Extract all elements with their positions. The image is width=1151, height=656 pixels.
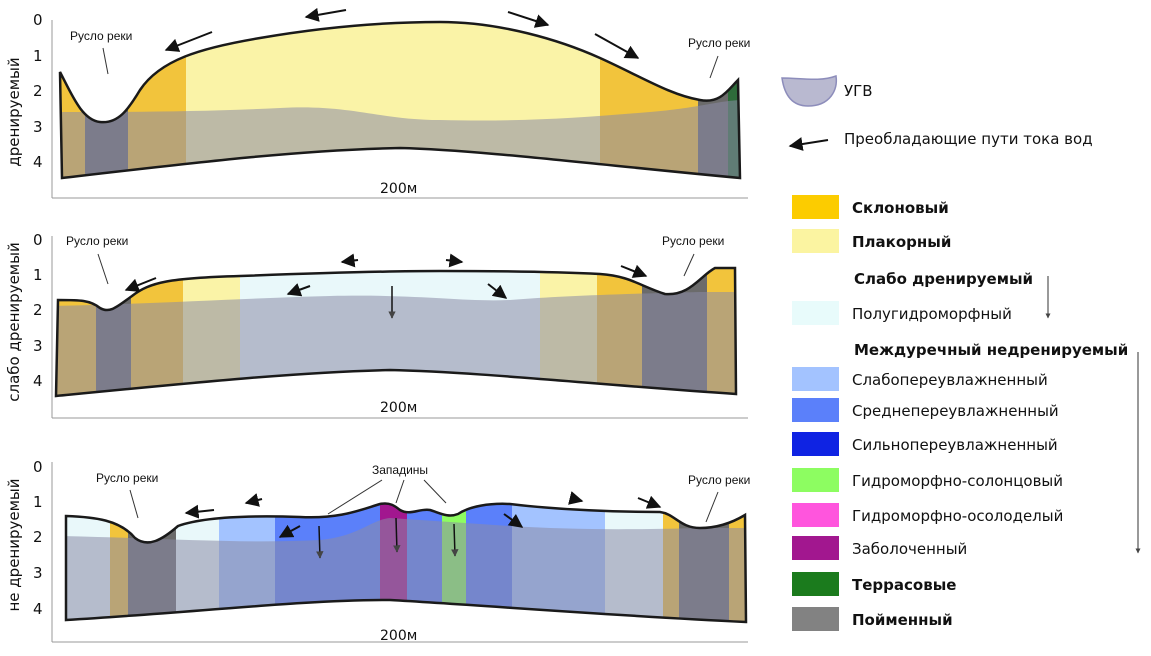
scale-label: 200м [380,181,417,197]
depth-tick: 3 [33,564,43,582]
flow-arrow [286,283,311,297]
infiltration-arrow [393,517,401,553]
depth-tick: 4 [33,600,43,618]
legend-label: Междуречный недренируемый [854,341,1128,359]
legend: УГВ Преобладающие пути тока вод Склоновы… [781,74,1141,631]
legend-swatch [792,468,839,492]
legend-label: Террасовые [852,576,956,594]
legend-label: Пойменный [852,611,953,629]
river-label-left: Русло реки [70,29,132,43]
legend-swatch [792,367,839,391]
legend-label: Гидроморфно-осолоделый [852,507,1063,525]
legend-label: Полугидроморфный [852,305,1012,323]
legend-swatch [792,195,839,219]
legend-label: Слабо дренируемый [854,270,1033,288]
profile-fill [66,503,746,622]
depth-tick: 1 [33,493,43,511]
legend-label: Среднепереувлажненный [852,402,1059,420]
river-label-right: Русло реки [662,234,724,248]
river-label-right: Русло реки [688,36,750,50]
ugv-swatch [781,74,838,107]
profile-outline [58,20,742,180]
legend-label: Сильнопереувлажненный [852,436,1058,454]
flow-arrow [244,493,263,507]
depth-tick: 2 [33,528,43,546]
legend-swatch [792,432,839,456]
depth-tick: 2 [33,82,43,100]
river-label-right: Русло реки [688,473,750,487]
legend-label: Слабопереувлажненный [852,371,1048,389]
river-label-left: Русло реки [66,234,128,248]
legend-label: Склоновый [852,199,949,217]
depth-tick: 3 [33,118,43,136]
legend-flow-label: Преобладающие пути тока вод [844,130,1093,148]
flow-arrow [503,513,524,528]
depth-tick: 1 [33,47,43,65]
depressions-label: Западины [372,463,428,477]
panel-drained: дренируемый 0 1 2 3 4 Русло реки Русло р… [5,7,750,199]
flow-arrow [340,253,359,268]
flow-arrow [278,524,301,538]
flow-arrow [164,31,213,52]
legend-ugv-label: УГВ [844,82,873,100]
side-label-drained: дренируемый [5,57,23,166]
flow-arrow [568,491,584,505]
flow-arrow [304,7,347,22]
legend-swatch [792,229,839,253]
depth-tick: 4 [33,153,43,171]
depth-tick: 3 [33,337,43,355]
panel-undrained: не дренируемый 0 1 2 3 4 Русло реки [5,458,750,644]
depth-tick: 0 [33,231,43,249]
flow-arrow [184,504,215,519]
profile-outline [54,266,738,398]
depth-tick: 4 [33,372,43,390]
legend-swatch [792,301,839,325]
depth-tick: 1 [33,266,43,284]
flow-arrow [124,277,157,292]
side-label-weakly-drained: слабо дренируемый [5,242,23,401]
flow-arrow [445,253,464,268]
legend-label: Плакорный [852,233,951,251]
flow-arrow [594,33,640,59]
scale-label: 200м [380,400,417,416]
side-label-undrained: не дренируемый [5,478,23,611]
profile-fill [56,268,736,396]
legend-swatch [792,503,839,527]
depth-tick: 0 [33,458,43,476]
river-label-left: Русло реки [96,471,158,485]
profile-outline [64,502,748,624]
panel-weakly-drained: слабо дренируемый 0 1 2 3 4 Русло реки Р… [5,231,748,419]
legend-swatch [792,536,839,560]
flow-arrow [637,495,662,509]
scale-label: 200м [380,628,417,644]
flow-arrow-legend [788,137,829,151]
legend-swatch [792,607,839,631]
infiltration-arrow [316,525,324,559]
infiltration-arrow [451,523,459,557]
profile-fill [60,22,740,178]
depth-tick: 2 [33,301,43,319]
flow-arrow [620,264,648,278]
legend-swatch [792,572,839,596]
flow-arrow [487,283,508,299]
flow-arrow [507,11,550,28]
legend-swatch [792,398,839,422]
depth-tick: 0 [33,11,43,29]
legend-label: Заболоченный [852,540,967,558]
legend-label: Гидроморфно-солонцовый [852,472,1063,490]
